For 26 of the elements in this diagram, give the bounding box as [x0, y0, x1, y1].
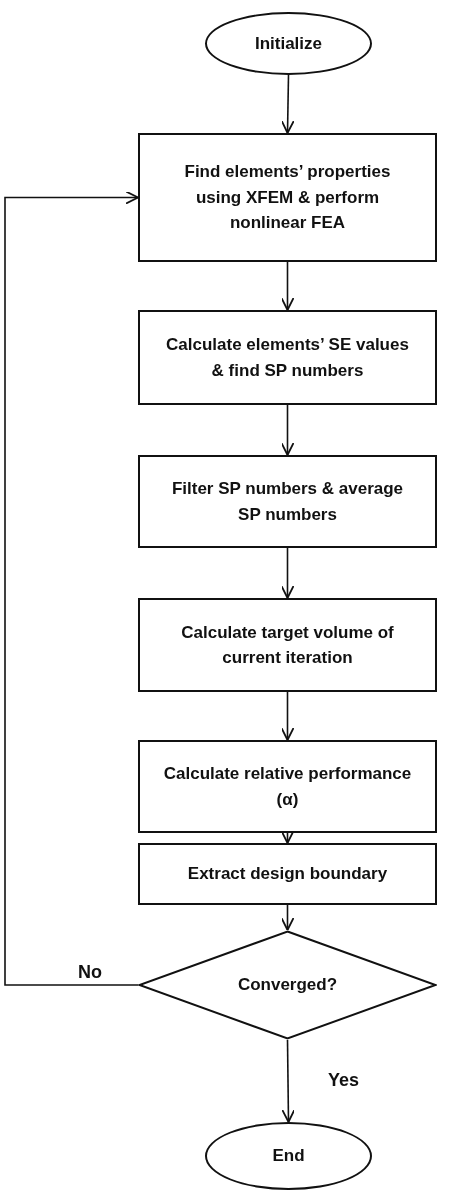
- node-text: Initialize: [253, 32, 324, 55]
- process-box: [138, 455, 437, 548]
- process-box: [138, 310, 437, 405]
- node-text: Converged?: [236, 974, 339, 997]
- arrow: [280, 547, 295, 599]
- arrow: [280, 691, 295, 741]
- arrow: [280, 904, 295, 931]
- node-text: End: [271, 1145, 306, 1168]
- process-box: [138, 740, 437, 833]
- node-text: Extract design boundary: [186, 863, 389, 886]
- process-box: [138, 843, 437, 905]
- edge-label: Yes: [328, 1070, 360, 1091]
- arrow: [280, 74, 295, 134]
- arrow: [281, 1039, 296, 1123]
- process-box: [138, 133, 437, 262]
- node-text: Calculate elements’ SE values & find SP numbers: [165, 334, 410, 382]
- edge-label: No: [78, 962, 102, 983]
- arrow: [280, 261, 295, 311]
- node-text: Calculate relative performance (α): [162, 763, 413, 811]
- arrow: [4, 190, 139, 986]
- node-text: Filter SP numbers & average SP numbers: [170, 478, 405, 526]
- process-box: [138, 598, 437, 692]
- decision-diamond: [138, 930, 437, 1040]
- node-text: Find elements’ properties using XFEM & perform nonlinear FEA: [183, 161, 392, 235]
- node-text: Calculate target volume of current iteration: [180, 621, 395, 669]
- arrow: [280, 404, 295, 456]
